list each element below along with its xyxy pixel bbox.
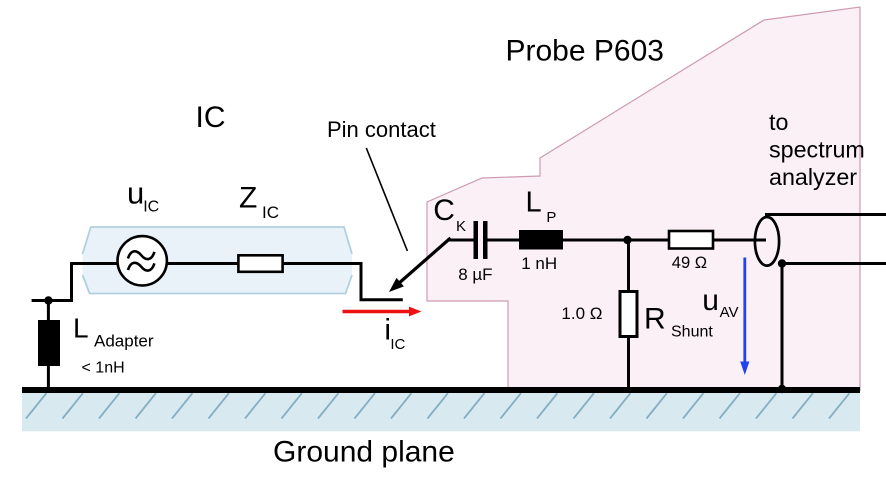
svg-text:IC: IC: [390, 336, 405, 353]
svg-text:K: K: [456, 218, 466, 235]
svg-text:i: i: [384, 314, 391, 347]
svg-text:Shunt: Shunt: [671, 324, 713, 341]
svg-text:spectrum: spectrum: [769, 136, 865, 162]
svg-text:1 nH: 1 nH: [521, 254, 557, 273]
svg-text:1.0 Ω: 1.0 Ω: [561, 304, 602, 323]
svg-text:C: C: [433, 194, 455, 227]
svg-text:u: u: [702, 284, 719, 317]
svg-text:Ground plane: Ground plane: [273, 436, 455, 469]
svg-text:P: P: [546, 209, 556, 226]
svg-text:Adapter: Adapter: [94, 332, 154, 351]
svg-text:IC: IC: [196, 101, 226, 134]
svg-text:u: u: [127, 176, 144, 211]
svg-text:Z: Z: [239, 182, 257, 215]
svg-text:to: to: [769, 109, 788, 135]
svg-text:IC: IC: [143, 199, 159, 216]
svg-text:IC: IC: [262, 203, 279, 222]
svg-text:L: L: [73, 312, 89, 343]
svg-text:49 Ω: 49 Ω: [672, 254, 707, 272]
svg-text:AV: AV: [720, 304, 739, 321]
svg-text:Pin contact: Pin contact: [327, 117, 436, 142]
svg-text:R: R: [644, 303, 666, 336]
svg-text:< 1nH: < 1nH: [82, 360, 125, 377]
svg-text:8 µF: 8 µF: [458, 265, 492, 284]
svg-text:L: L: [526, 187, 542, 219]
svg-text:Probe P603: Probe P603: [506, 35, 664, 68]
svg-text:analyzer: analyzer: [769, 164, 857, 190]
